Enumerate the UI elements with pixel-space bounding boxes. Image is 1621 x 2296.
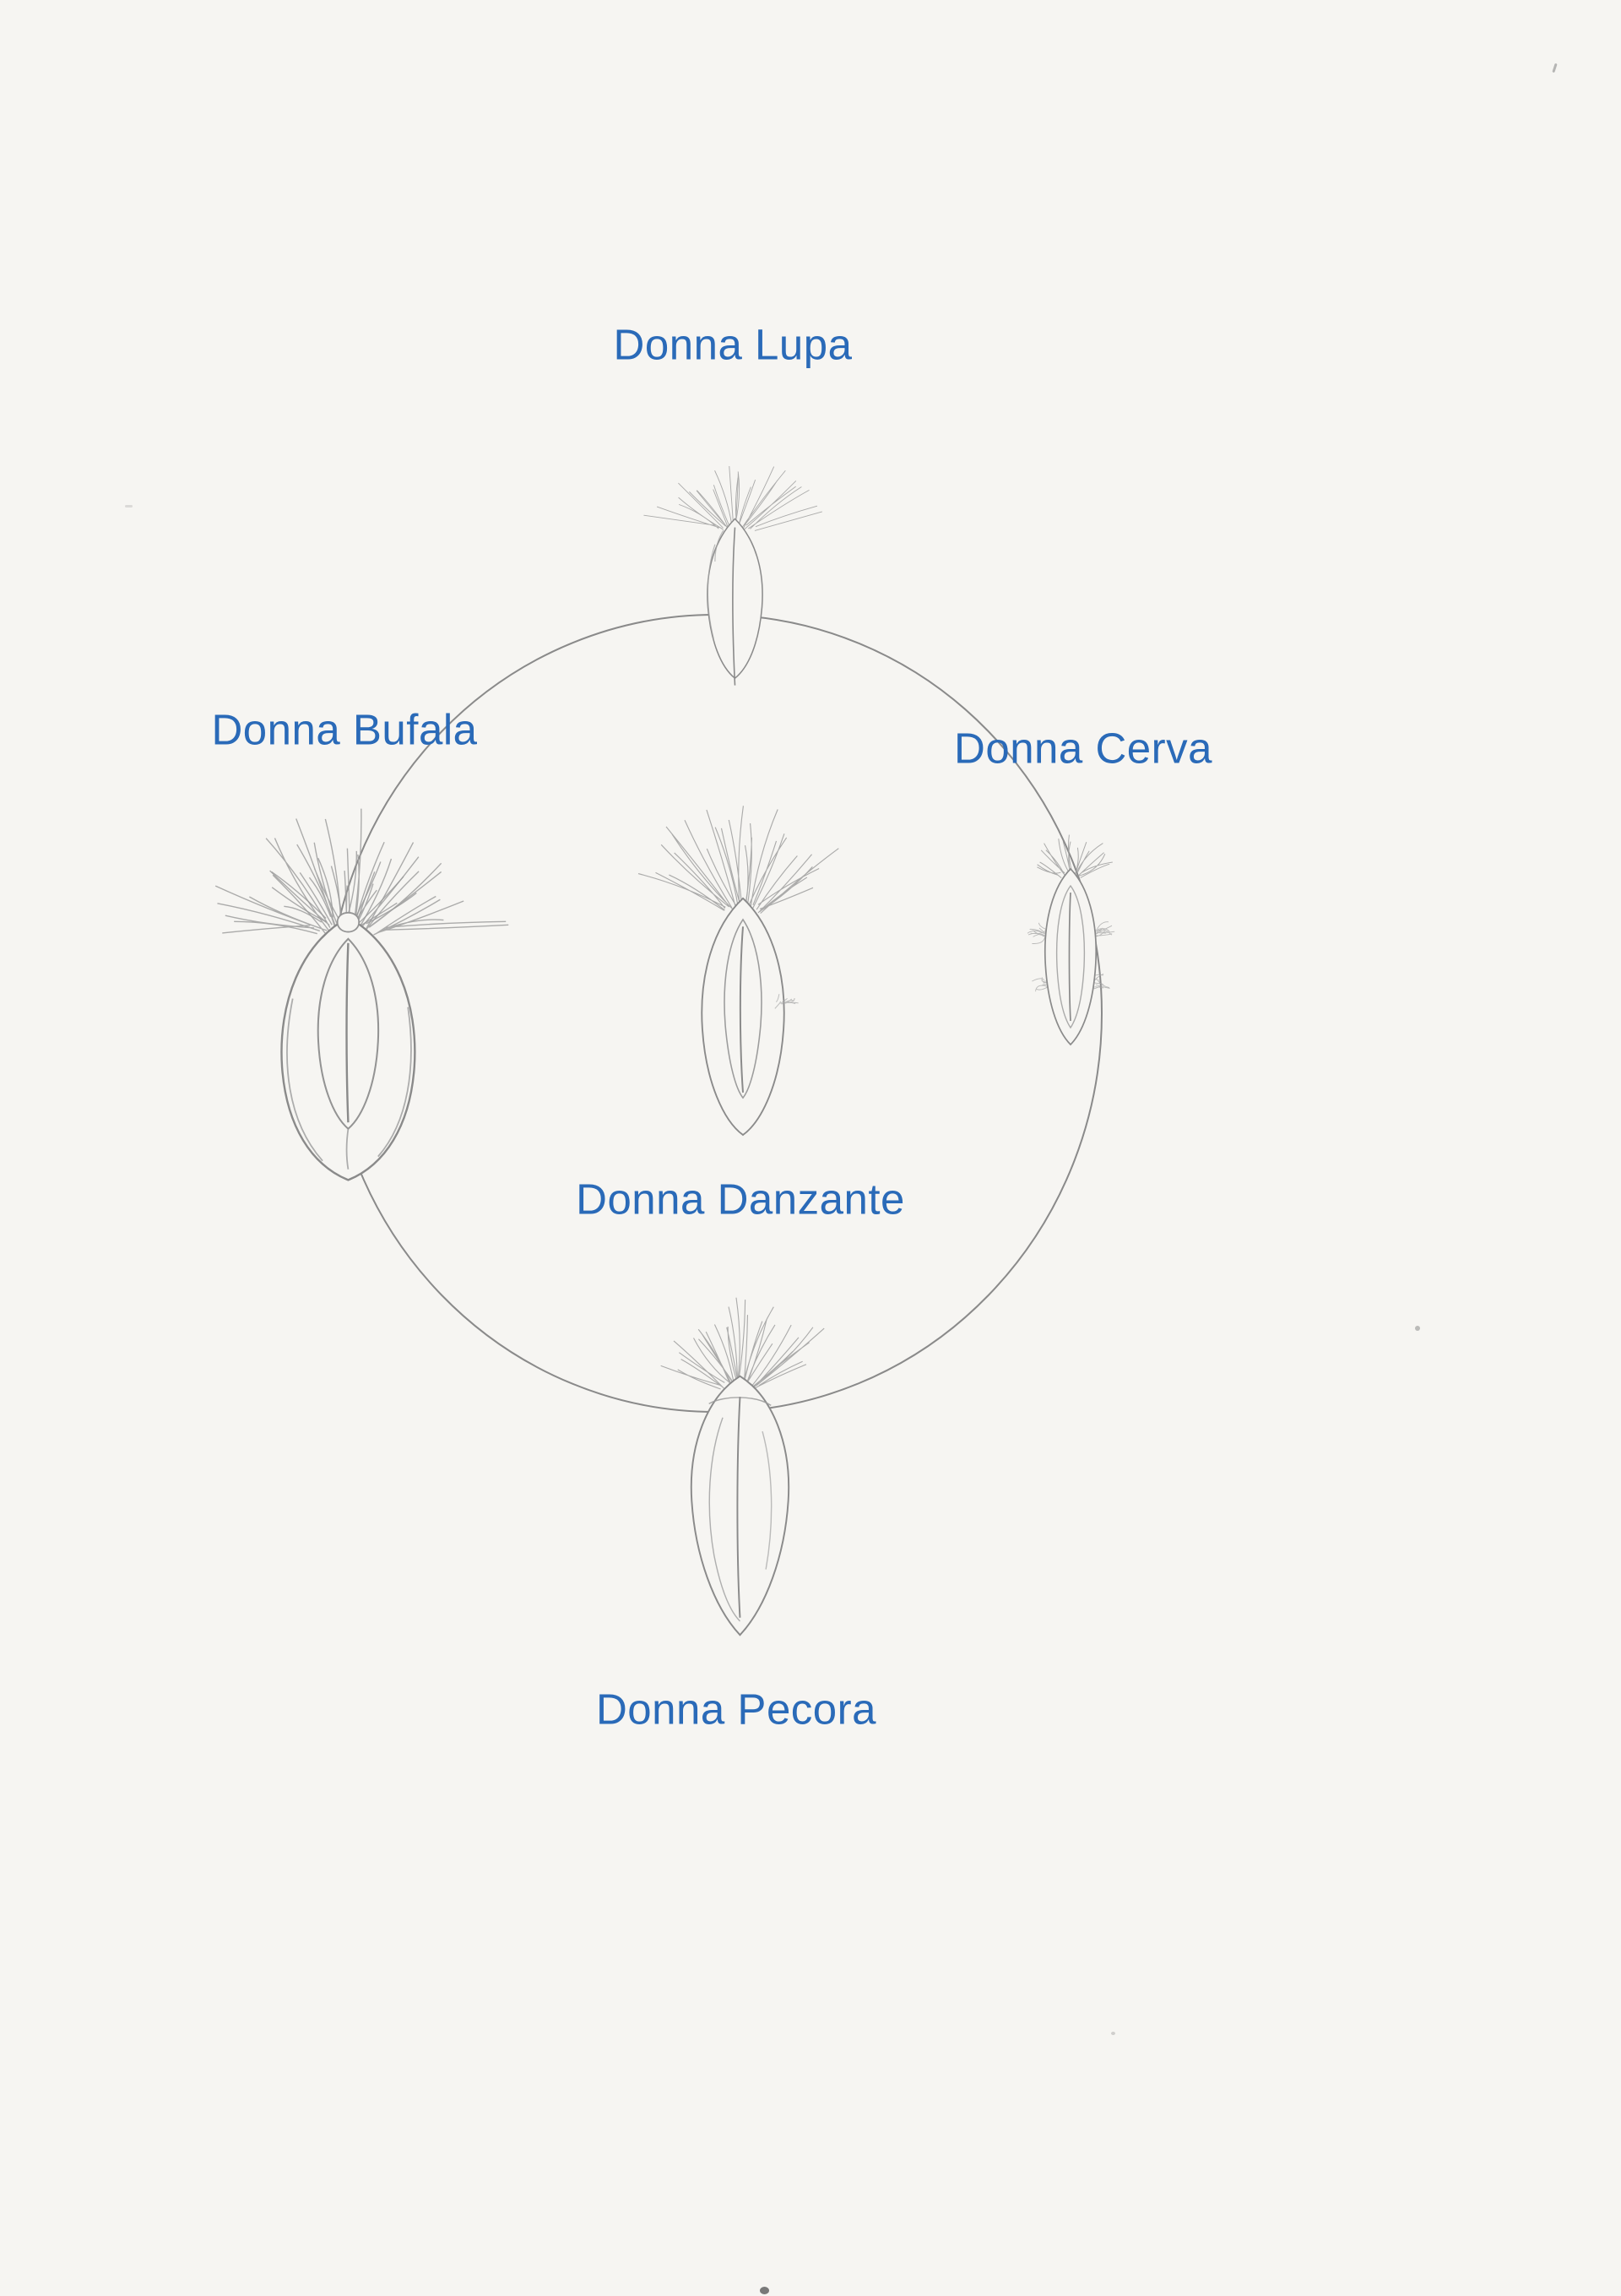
sketch-donna-cerva bbox=[1027, 834, 1115, 1046]
sketch-donna-bufala bbox=[214, 808, 509, 1181]
inner-contour bbox=[714, 529, 724, 562]
scan-speck bbox=[1111, 2032, 1115, 2035]
top-knob bbox=[336, 912, 360, 933]
inner-contour bbox=[762, 1430, 773, 1570]
scan-speck bbox=[125, 505, 133, 508]
center-slit-tail bbox=[345, 1128, 350, 1170]
edge-fuzz bbox=[774, 994, 799, 1009]
body-outline bbox=[280, 916, 416, 1181]
hair-tuft bbox=[1037, 834, 1113, 880]
body-outline bbox=[701, 897, 785, 1137]
inner-contour bbox=[377, 1007, 412, 1158]
inner-contour bbox=[1055, 884, 1086, 1029]
inner-contour bbox=[708, 1417, 740, 1622]
sketch-donna-lupa bbox=[643, 465, 822, 686]
edge-fuzz bbox=[1027, 922, 1051, 944]
node-label-donna-cerva: Donna Cerva bbox=[954, 724, 1212, 773]
scan-speck bbox=[1415, 1326, 1420, 1331]
center-slit bbox=[732, 527, 736, 686]
node-label-donna-lupa: Donna Lupa bbox=[613, 320, 853, 369]
hair-tuft bbox=[660, 1297, 825, 1392]
sketch-donna-danzante bbox=[637, 806, 839, 1137]
inner-contour bbox=[286, 998, 323, 1162]
hair-tuft bbox=[643, 465, 822, 531]
center-slit bbox=[345, 942, 350, 1123]
center-slit bbox=[1068, 892, 1071, 1022]
hair-tuft bbox=[271, 850, 417, 927]
center-slit bbox=[736, 1397, 741, 1618]
hair-tuft bbox=[214, 808, 509, 936]
inner-contour bbox=[707, 544, 716, 639]
node-label-donna-bufala: Donna Bufala bbox=[211, 705, 478, 754]
scan-speck bbox=[760, 2287, 769, 2294]
body-outline bbox=[1044, 867, 1098, 1046]
center-slit bbox=[739, 926, 744, 1093]
hair-tuft bbox=[637, 806, 839, 915]
inner-lip bbox=[724, 918, 762, 1099]
sketch-donna-pecora bbox=[660, 1297, 825, 1637]
body-outline bbox=[690, 1375, 790, 1637]
node-label-donna-pecora: Donna Pecora bbox=[595, 1685, 877, 1734]
node-label-donna-danzante: Donna Danzante bbox=[576, 1175, 905, 1224]
body-outline bbox=[707, 518, 763, 680]
